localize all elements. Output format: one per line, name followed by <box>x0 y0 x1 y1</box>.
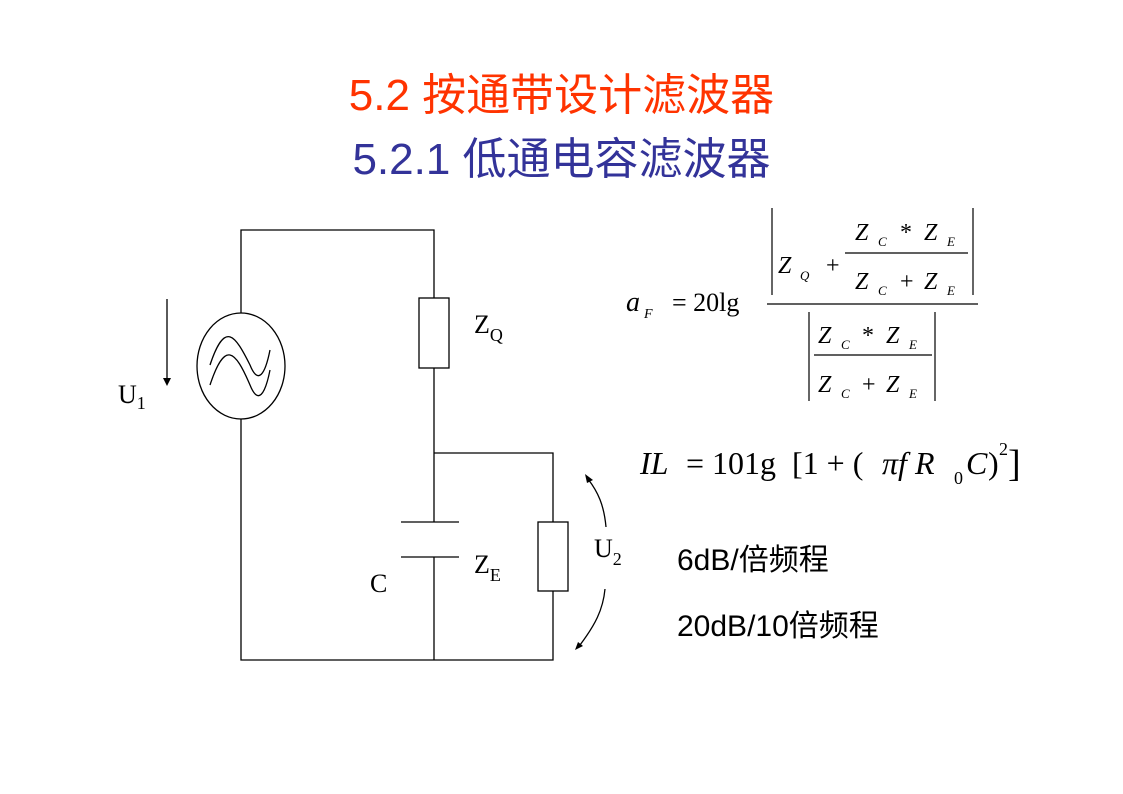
u2-arrow-up <box>587 478 607 528</box>
svg-text:F: F <box>643 307 653 322</box>
formula-il: IL = 101g [1 + ( πf R 0 C ) 2 ] <box>639 439 1021 488</box>
svg-text:= 101g: = 101g <box>686 445 776 481</box>
label-u1: U1 <box>118 380 146 413</box>
svg-text:Z: Z <box>818 323 832 349</box>
svg-text:*: * <box>862 323 874 349</box>
svg-text:E: E <box>946 234 955 249</box>
svg-text:E: E <box>946 283 955 298</box>
slide-title: 5.2 按通带设计滤波器 <box>348 71 775 120</box>
svg-text:C: C <box>841 386 850 401</box>
slide-subtitle: 5.2.1 低通电容滤波器 <box>352 135 771 184</box>
svg-text:2: 2 <box>999 439 1008 459</box>
svg-text:E: E <box>908 386 917 401</box>
capacitor-c <box>401 521 459 558</box>
wire-mid <box>433 368 554 660</box>
svg-text:πf: πf <box>882 445 911 481</box>
svg-text:E: E <box>908 337 917 352</box>
wire-left-top <box>240 229 435 313</box>
svg-text:Z: Z <box>855 269 869 295</box>
svg-text:Z: Z <box>886 323 900 349</box>
label-zq: ZQ <box>474 310 503 345</box>
label-ze: ZE <box>474 550 501 585</box>
ac-source-icon <box>196 312 286 420</box>
note-20db: 20dB/10倍频程 <box>677 610 879 643</box>
svg-text:Z: Z <box>924 220 938 246</box>
svg-text:+: + <box>826 253 840 279</box>
svg-text:[1 + (: [1 + ( <box>792 445 863 481</box>
svg-text:+: + <box>900 269 914 295</box>
wire-left-bottom <box>240 419 554 661</box>
svg-text:= 20lg: = 20lg <box>672 288 739 317</box>
svg-text:+: + <box>862 372 876 398</box>
svg-text:R: R <box>914 445 935 481</box>
svg-text:a: a <box>626 287 640 318</box>
note-6db: 6dB/倍频程 <box>677 544 829 577</box>
impedance-zq <box>418 297 450 369</box>
svg-text:Q: Q <box>800 268 810 283</box>
sine-wave-icon <box>209 336 271 397</box>
impedance-ze <box>537 521 569 592</box>
svg-text:Z: Z <box>855 220 869 246</box>
u2-arrow-down <box>579 588 606 646</box>
label-c: C <box>370 569 387 598</box>
svg-text:): ) <box>988 445 999 481</box>
svg-text:Z: Z <box>778 253 792 279</box>
svg-text:]: ] <box>1008 443 1021 485</box>
svg-text:C: C <box>878 283 887 298</box>
svg-text:C: C <box>878 234 887 249</box>
svg-text:IL: IL <box>639 445 668 481</box>
label-u2: U2 <box>594 534 622 569</box>
svg-text:C: C <box>966 445 988 481</box>
svg-text:Z: Z <box>818 372 832 398</box>
svg-text:0: 0 <box>954 468 963 488</box>
svg-text:C: C <box>841 337 850 352</box>
svg-text:Z: Z <box>886 372 900 398</box>
svg-text:Z: Z <box>924 269 938 295</box>
svg-text:*: * <box>900 220 912 246</box>
